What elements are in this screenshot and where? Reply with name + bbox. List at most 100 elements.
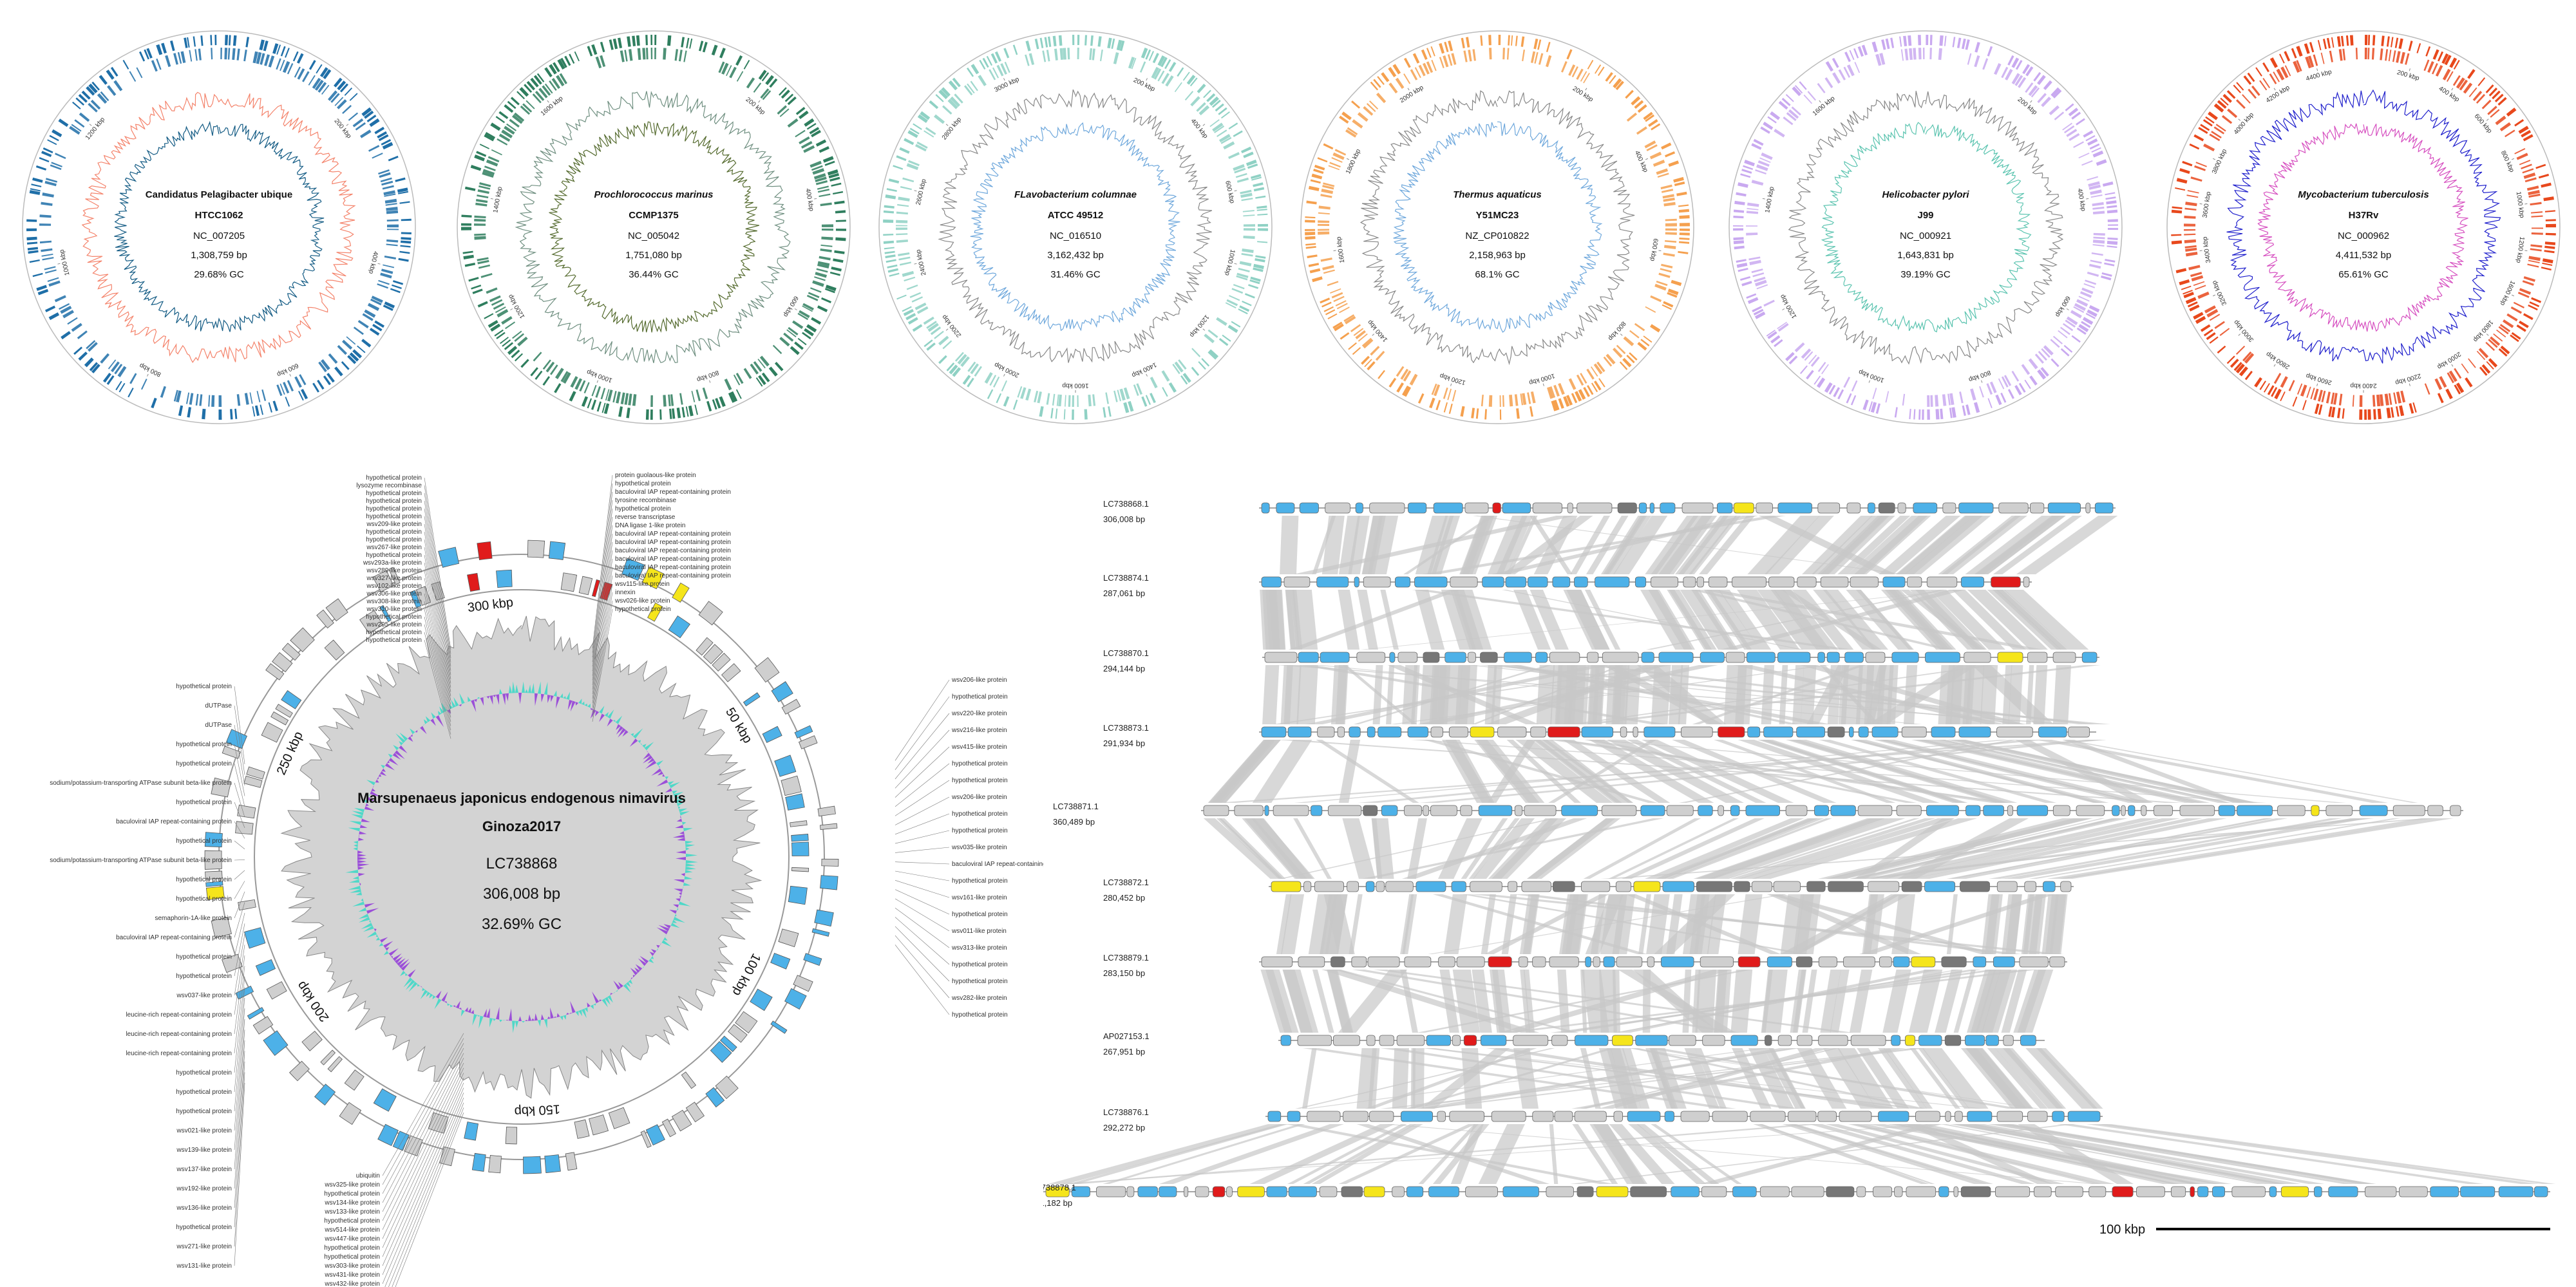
link [1680,590,1738,650]
gc-skew-segment [662,774,665,777]
gc-skew-segment [682,822,687,825]
gene [316,609,334,629]
gc-skew-segment [668,781,674,785]
gene [1996,881,2018,892]
gene-forward [2107,245,2117,249]
gene [1450,576,1478,588]
gc-skew-segment [388,948,399,956]
gene-forward [144,49,149,60]
gene [1662,881,1695,892]
gene-reverse [1370,346,1380,356]
gene [2003,1035,2014,1046]
gene-reverse [583,382,590,393]
gene-reverse [810,287,822,293]
gene-reverse [560,371,569,382]
gene-reverse [297,68,305,80]
link [1761,970,1788,1033]
gene [301,1031,323,1051]
gene-forward [1256,205,1267,209]
leader-line [424,493,451,658]
gene-forward [1305,216,1316,219]
link [1380,590,1399,650]
gene-forward [500,337,509,344]
gene-reverse [926,321,937,329]
gene-reverse [90,99,101,110]
gene-reverse [2530,248,2542,252]
gc-skew-segment [623,984,631,993]
gene-forward [2412,402,2417,413]
gene-label: wsv293a-like protein [363,559,422,567]
gc-skew-segment [432,995,436,1000]
gene-forward [1305,243,1316,246]
gene-reverse [916,306,929,314]
gene-forward [2331,406,2336,418]
gene-forward [32,272,43,277]
gene [1349,726,1361,738]
gene-forward [479,144,490,149]
gene [544,1154,561,1173]
track-length: 291,934 bp [1103,738,1145,748]
gene-reverse [378,279,390,285]
gene-reverse [2313,388,2319,400]
gene-forward [728,392,735,403]
gene [1991,576,2021,588]
gc-skew-segment [685,867,696,870]
gc-skew-segment [630,968,638,975]
gene [1620,726,1627,738]
gene-reverse [1794,342,1805,353]
gene-forward [1736,262,1748,268]
leader-line [895,880,950,898]
gene-forward [471,285,482,290]
gene-reverse [795,129,806,138]
gene-reverse [957,353,967,365]
gene-reverse [820,202,832,207]
gene [1818,1035,1848,1046]
gene-reverse [362,313,374,321]
gene-reverse [2439,376,2447,388]
gene-reverse [2194,165,2206,171]
link [1827,665,1842,724]
gene-reverse [2528,259,2540,263]
gene-forward [1367,361,1376,371]
gene-reverse [1361,337,1372,346]
gene [1718,726,1745,738]
gene-reverse [1228,152,1240,160]
gc-skew-segment [672,834,685,838]
link [1766,894,1922,954]
gene [1615,881,1632,892]
gene-forward [1003,396,1010,407]
gene-forward [952,367,961,377]
tick-mark [1620,333,1623,336]
gene [1893,956,1910,968]
gene [1354,576,1359,588]
gene-forward [883,219,894,223]
gene-forward [2309,42,2315,53]
gene-forward [966,67,974,77]
gene-forward [1341,111,1352,120]
link [1823,1048,1877,1109]
gene-forward [596,401,601,412]
gene-forward [312,382,319,393]
gene-reverse [2530,202,2542,206]
link [1402,894,1417,954]
gene [1451,881,1466,892]
gene-forward [2102,181,2114,187]
gene-reverse [1363,106,1374,116]
gene-forward [1530,406,1533,417]
link [1651,1124,1742,1184]
gc-skew-segment [674,888,683,892]
link [1303,1124,1416,1184]
gene-forward [484,313,494,319]
gene-reverse [252,51,258,64]
gc-skew-segment [618,728,626,738]
gene [1464,502,1489,514]
gene [817,805,836,817]
gene-reverse [1067,48,1070,60]
gc-skew-segment [656,948,659,951]
gc-skew-segment [486,695,490,699]
gene-forward [1050,408,1054,418]
gene-forward [2340,35,2344,46]
gene-forward [2349,35,2354,46]
gene [1983,805,2004,816]
